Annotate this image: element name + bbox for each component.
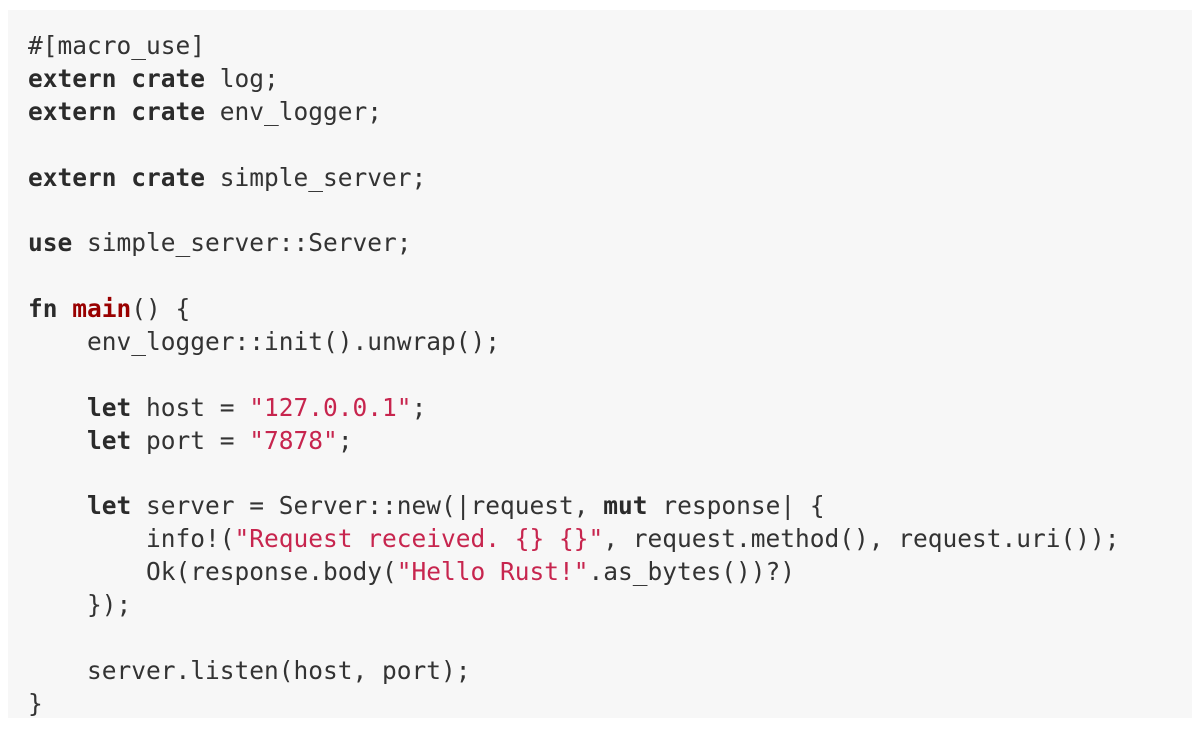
code-text-token: server.listen(host, port); bbox=[28, 655, 471, 685]
rust-source-code: #[macro_use]extern crate log;extern crat… bbox=[28, 30, 1192, 721]
code-text-token: simple_server; bbox=[205, 162, 427, 192]
code-line bbox=[28, 129, 1192, 162]
code-text-token: port = bbox=[131, 425, 250, 455]
code-text-token: info!( bbox=[28, 524, 235, 554]
code-block: #[macro_use]extern crate log;extern crat… bbox=[8, 10, 1192, 718]
code-text-token: .as_bytes())?) bbox=[588, 557, 796, 587]
keyword-token: extern bbox=[28, 162, 117, 192]
code-text-token bbox=[28, 393, 87, 422]
code-line: env_logger::init().unwrap(); bbox=[28, 326, 1192, 359]
keyword-token: let bbox=[87, 392, 132, 422]
code-line: } bbox=[28, 688, 1192, 721]
code-line: extern crate simple_server; bbox=[28, 162, 1192, 195]
code-text-token: () { bbox=[131, 294, 191, 324]
keyword-token: use bbox=[28, 228, 73, 258]
keyword-token: mut bbox=[603, 491, 648, 521]
keyword-token: extern bbox=[28, 96, 117, 126]
code-line bbox=[28, 194, 1192, 227]
code-line: }); bbox=[28, 589, 1192, 622]
code-line: Ok(response.body("Hello Rust!".as_bytes(… bbox=[28, 556, 1192, 589]
code-text-token bbox=[28, 491, 87, 520]
code-text-token: ; bbox=[411, 392, 427, 422]
code-line: info!("Request received. {} {}", request… bbox=[28, 523, 1192, 556]
code-text-token: env_logger; bbox=[205, 96, 383, 126]
code-text-token bbox=[117, 97, 132, 126]
string-literal-token: "7878" bbox=[249, 425, 338, 455]
string-literal-token: "Request received. {} {}" bbox=[234, 524, 604, 554]
function-name-token: main bbox=[72, 294, 132, 324]
keyword-token: fn bbox=[28, 294, 58, 324]
code-line: use simple_server::Server; bbox=[28, 227, 1192, 260]
keyword-token: extern bbox=[28, 63, 117, 93]
code-text-token bbox=[28, 426, 87, 455]
code-text-token: response| { bbox=[647, 491, 825, 521]
code-line: extern crate env_logger; bbox=[28, 96, 1192, 129]
code-text-token: }); bbox=[28, 590, 132, 620]
code-line: let port = "7878"; bbox=[28, 425, 1192, 458]
keyword-token: crate bbox=[131, 162, 206, 192]
code-text-token: env_logger::init().unwrap(); bbox=[28, 327, 501, 357]
code-text-token: } bbox=[28, 688, 43, 718]
code-line: extern crate log; bbox=[28, 63, 1192, 96]
code-text-token: log; bbox=[205, 63, 279, 93]
code-line: server.listen(host, port); bbox=[28, 655, 1192, 688]
code-line: #[macro_use] bbox=[28, 30, 1192, 63]
code-text-token: , request.method(), request.uri()); bbox=[603, 524, 1120, 554]
code-line: let server = Server::new(|request, mut r… bbox=[28, 490, 1192, 523]
keyword-token: let bbox=[87, 425, 132, 455]
code-line: let host = "127.0.0.1"; bbox=[28, 392, 1192, 425]
code-text-token: ; bbox=[337, 425, 353, 455]
string-literal-token: "Hello Rust!" bbox=[396, 557, 589, 587]
code-line bbox=[28, 359, 1192, 392]
string-literal-token: "127.0.0.1" bbox=[249, 392, 412, 422]
code-line bbox=[28, 622, 1192, 655]
code-text-token: #[macro_use] bbox=[28, 31, 206, 60]
code-text-token: server = Server::new(|request, bbox=[131, 491, 604, 521]
keyword-token: crate bbox=[131, 63, 206, 93]
code-line bbox=[28, 458, 1192, 491]
code-text-token bbox=[117, 64, 132, 93]
code-text-token: simple_server::Server; bbox=[72, 228, 412, 258]
code-text-token bbox=[117, 163, 132, 192]
code-text-token: host = bbox=[131, 392, 250, 422]
code-text-token: Ok(response.body( bbox=[28, 557, 397, 587]
code-line bbox=[28, 260, 1192, 293]
code-line: fn main() { bbox=[28, 293, 1192, 326]
keyword-token: let bbox=[87, 491, 132, 521]
code-text-token bbox=[58, 294, 73, 323]
keyword-token: crate bbox=[131, 96, 206, 126]
